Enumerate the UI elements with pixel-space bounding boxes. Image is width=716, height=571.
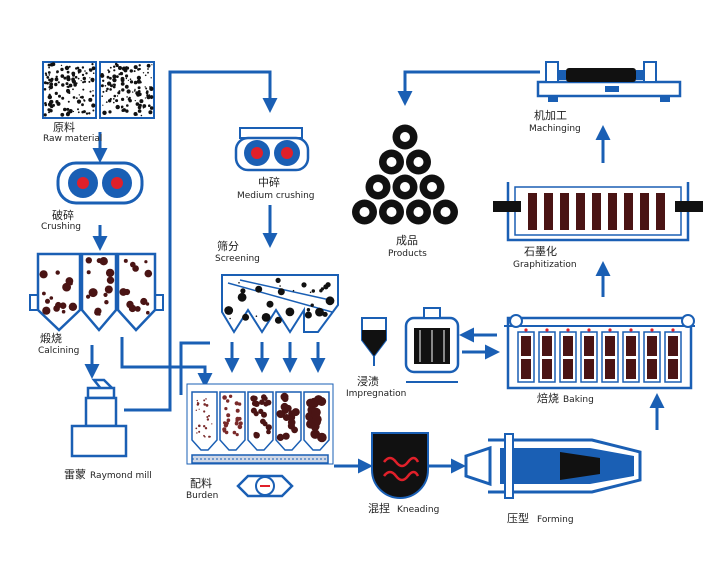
crushing-label-cn: 破碎 [52, 208, 74, 222]
medium-crushing-label-en: Medium crushing [237, 191, 315, 201]
impregnation-tank-icon [361, 307, 460, 383]
forming-label-cn: 压型 [507, 511, 529, 525]
baking-label-en: Baking [563, 395, 594, 405]
flow-line-mill-to-medium-crushing [124, 70, 278, 412]
screening-label-en: Screening [215, 254, 260, 264]
machining-label-cn: 机加工 [534, 108, 567, 122]
calcining-label-cn: 煅烧 [40, 331, 62, 345]
graphitization-label-en: Graphitization [513, 260, 577, 270]
raymond-mill-label-en: Raymond mill [90, 471, 152, 481]
double-roll-crusher-icon [56, 161, 144, 205]
calcining-label-en: Calcining [38, 346, 79, 356]
graphitization-furnace-icon [493, 182, 703, 242]
burden-label-cn: 配料 [190, 476, 212, 490]
kneading-mixer-icon [371, 432, 429, 499]
crushing-label-en: Crushing [41, 222, 81, 232]
flow-arrow-machining-to-products [397, 70, 540, 106]
extrusion-press-icon [464, 433, 642, 499]
baking-label-cn: 焙烧 [537, 391, 559, 405]
impregnation-label-en: Impregnation [346, 389, 406, 399]
graphitization-label-cn: 石墨化 [524, 244, 557, 258]
products-label-en: Products [388, 249, 427, 259]
calcining-furnace-icon [29, 252, 164, 332]
flow-arrow-calcining-to-burden [120, 337, 213, 388]
burden-label-en: Burden [186, 491, 218, 501]
raymond-mill-label-cn: 雷蒙 [64, 468, 86, 481]
burden-scale-icon [236, 474, 294, 498]
raw-material-label-en: Raw material [43, 134, 102, 144]
forming-label-en: Forming [537, 515, 574, 525]
raymond-mill-icon [70, 378, 128, 458]
products-label-cn: 成品 [396, 234, 418, 247]
flow-line-burden-feed [179, 341, 210, 395]
kneading-label-en: Kneading [397, 505, 439, 515]
vibrating-screen-icon [221, 274, 339, 334]
screening-label-cn: 筛分 [217, 239, 239, 253]
machining-lathe-icon [536, 61, 682, 102]
impregnation-label-cn: 浸渍 [357, 375, 379, 388]
flow-lines [84, 70, 665, 474]
medium-crusher-icon [234, 127, 310, 172]
machining-label-en: Machinging [529, 124, 581, 134]
raw-material-label-cn: 原料 [53, 120, 75, 134]
burden-silos-icon [186, 383, 334, 465]
medium-crushing-label-cn: 中碎 [258, 175, 280, 189]
baking-furnace-icon [504, 314, 695, 390]
kneading-label-cn: 混捏 [368, 501, 390, 515]
speckled-material-icon [42, 61, 155, 119]
electrode-stack-icon [352, 124, 458, 225]
